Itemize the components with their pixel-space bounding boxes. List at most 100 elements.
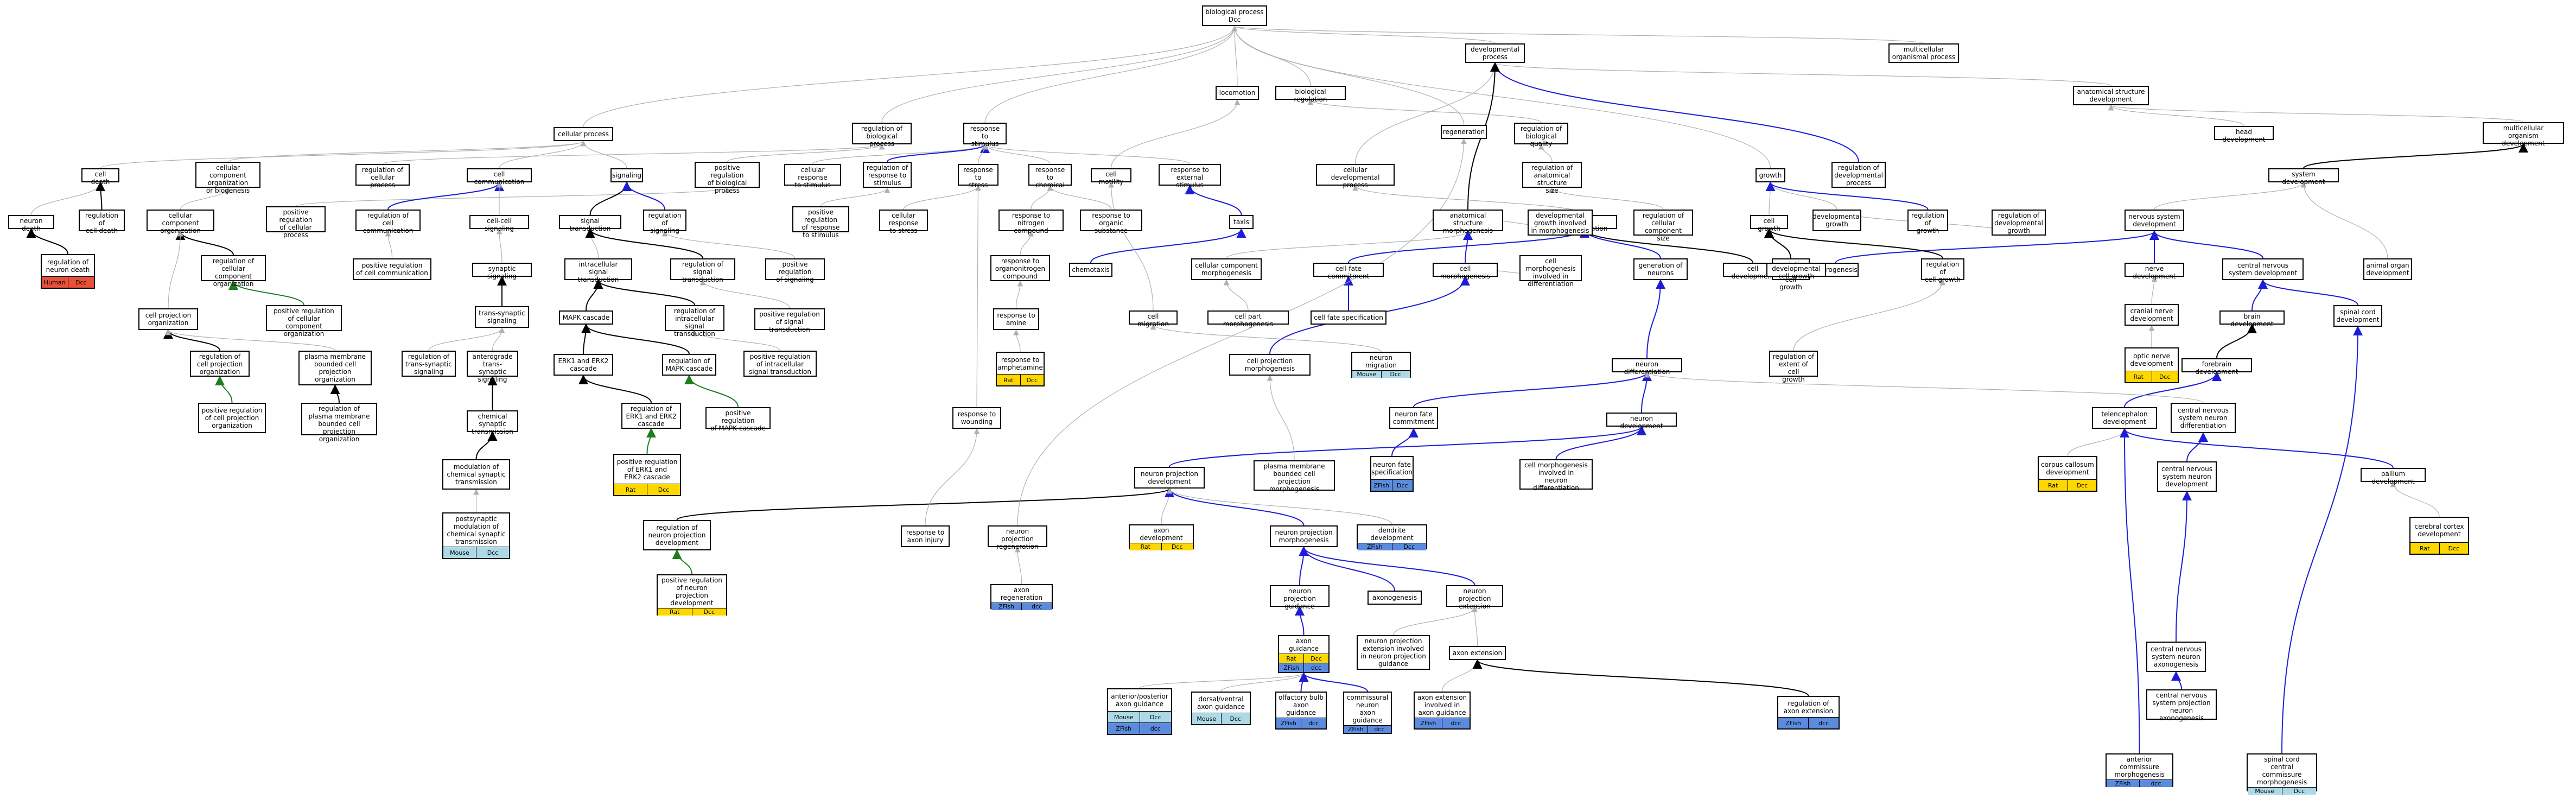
go-term-dev-cell-growth[interactable]: developmental cell growth bbox=[1766, 263, 1826, 280]
go-term-axonogenesis[interactable]: axonogenesis bbox=[1367, 591, 1422, 605]
go-term-resp-organo-n[interactable]: response to organonitrogen compound bbox=[990, 255, 1050, 281]
go-term-resp-stress[interactable]: response to stress bbox=[958, 164, 998, 189]
go-term-cell-resp-stim[interactable]: cellular response to stimulus bbox=[784, 164, 841, 189]
go-term-cell-resp-stress[interactable]: cellular response to stress bbox=[879, 210, 928, 234]
go-term-axon-extension[interactable]: axon extension bbox=[1449, 646, 1506, 660]
go-term-pos-reg-bp[interactable]: positive regulation of biological proces… bbox=[695, 162, 760, 194]
go-term-reg-cell-death[interactable]: regulation of cell death bbox=[79, 210, 125, 234]
go-term-reg-mapk[interactable]: regulation of MAPK cascade bbox=[662, 354, 716, 376]
go-term-cc-signaling[interactable]: cell-cell signaling bbox=[469, 215, 529, 232]
go-term-pos-reg-cc-org[interactable]: positive regulation of cellular componen… bbox=[266, 305, 342, 338]
go-term-reg-trans-syn[interactable]: regulation of trans-synaptic signaling bbox=[402, 351, 456, 377]
go-term-resp-org-sub[interactable]: response to organic substance bbox=[1080, 210, 1142, 234]
go-term-cell-migration[interactable]: cell migration bbox=[1129, 310, 1178, 328]
go-term-cc-organization[interactable]: cellular component organization bbox=[147, 210, 214, 234]
go-term-mapk[interactable]: MAPK cascade bbox=[559, 310, 613, 325]
go-term-neuron-proj-regen[interactable]: neuron projection regeneration bbox=[988, 525, 1047, 550]
go-term-pos-reg-erk[interactable]: positive regulation of ERK1 and ERK2 cas… bbox=[613, 454, 681, 496]
go-term-head-dev[interactable]: head development bbox=[2214, 126, 2274, 143]
go-term-resp-n-comp[interactable]: response to nitrogen compound bbox=[998, 210, 1064, 234]
go-term-cell-part-morph[interactable]: cell part morphogenesis bbox=[1207, 310, 1289, 328]
go-term-signaling[interactable]: signaling bbox=[610, 168, 643, 182]
go-term-signal-trans[interactable]: signal transduction bbox=[559, 215, 621, 232]
go-term-pos-reg-signaling[interactable]: positive regulation of signaling bbox=[765, 258, 825, 283]
go-term-cell-morph[interactable]: cell morphogenesis bbox=[1433, 263, 1498, 280]
go-term-mo-proc[interactable]: multicellular organismal process bbox=[1888, 43, 1959, 63]
go-term-reg-extent-cg[interactable]: regulation of extent of cell growth bbox=[1769, 351, 1818, 383]
go-term-dev-growth-morph[interactable]: developmental growth involved in morphog… bbox=[1528, 210, 1593, 236]
go-term-growth[interactable]: growth bbox=[1756, 168, 1785, 182]
go-term-reg-erk[interactable]: regulation of ERK1 and ERK2 cascade bbox=[621, 403, 681, 429]
go-term-pm-cell-proj-morph[interactable]: plasma membrane bounded cell projection … bbox=[1254, 460, 1335, 493]
go-term-neuron-proj-guid[interactable]: neuron projection guidance bbox=[1270, 585, 1330, 610]
go-term-reg-intra-sig[interactable]: regulation of intracellular signal trans… bbox=[665, 305, 724, 338]
go-term-reg-dev-growth[interactable]: regulation of developmental growth bbox=[1992, 210, 2046, 236]
go-term-neuron-diff[interactable]: neuron differentiation bbox=[1612, 358, 1682, 376]
go-term-resp-chem[interactable]: response to chemical bbox=[1028, 164, 1072, 189]
go-term-reg-growth[interactable]: regulation of growth bbox=[1907, 210, 1948, 234]
go-term-pos-reg-mapk[interactable]: positive regulation of MAPK cascade bbox=[705, 407, 771, 432]
go-term-cc-org[interactable]: cellular component organization or bioge… bbox=[195, 162, 260, 194]
go-term-cell-proj-morph[interactable]: cell projection morphogenesis bbox=[1229, 354, 1311, 376]
go-term-reg-bp[interactable]: regulation of biological process bbox=[852, 123, 912, 148]
go-term-dev-proc[interactable]: developmental process bbox=[1465, 43, 1525, 63]
go-term-cns-proj-neuron-axon[interactable]: central nervous system projection neuron… bbox=[2146, 689, 2217, 722]
go-term-resp-axon-injury[interactable]: response to axon injury bbox=[901, 525, 950, 547]
go-term-gen-neurons[interactable]: generation of neurons bbox=[1633, 258, 1688, 280]
go-term-chem-syn[interactable]: chemical synaptic transmission bbox=[467, 410, 518, 435]
go-term-neuron-proj-ext[interactable]: neuron projection extension bbox=[1446, 585, 1503, 610]
go-term-neuron-death[interactable]: neuron death bbox=[8, 215, 54, 232]
go-term-cell-morph-neuron-diff[interactable]: cell morphogenesis involved in neuron di… bbox=[1519, 459, 1593, 492]
go-term-cell-morph-diff[interactable]: cell morphogenesis involved in different… bbox=[1519, 255, 1582, 288]
go-term-ns-dev[interactable]: nervous system development bbox=[2125, 210, 2184, 231]
go-term-postsyn-mod[interactable]: postsynaptic modulation of chemical syna… bbox=[442, 512, 510, 559]
go-term-cell-fate-spec[interactable]: cell fate specification bbox=[1311, 310, 1386, 325]
go-term-pos-reg-sig-trans[interactable]: positive regulation of signal transducti… bbox=[754, 308, 825, 333]
go-term-neuron-fate-commit[interactable]: neuron fate commitment bbox=[1389, 407, 1438, 429]
go-term-cc-morph[interactable]: cellular component morphogenesis bbox=[1191, 258, 1262, 280]
go-term-reg-bq[interactable]: regulation of biological quality bbox=[1514, 123, 1568, 148]
go-term-resp-stim[interactable]: response to stimulus bbox=[963, 123, 1007, 148]
go-term-reg-neuron-proj-dev[interactable]: regulation of neuron projection developm… bbox=[643, 520, 711, 550]
go-term-pm-cell-proj-org[interactable]: plasma membrane bounded cell projection … bbox=[298, 351, 372, 385]
go-term-bio-reg[interactable]: biological regulation bbox=[1275, 86, 1346, 103]
go-term-pos-reg-cell-proc[interactable]: positive regulation of cellular process bbox=[266, 206, 326, 239]
go-term-antero-trans-syn[interactable]: anterograde trans-synaptic signaling bbox=[467, 351, 518, 383]
go-term-cell-comm[interactable]: cell communication bbox=[467, 168, 532, 186]
go-term-cell-motility[interactable]: cell motility bbox=[1091, 168, 1131, 186]
go-term-cell-proc[interactable]: cellular process bbox=[554, 127, 613, 141]
go-term-cns-dev[interactable]: central nervous system development bbox=[2222, 258, 2304, 280]
go-term-reg-cc-size[interactable]: regulation of cellular component size bbox=[1633, 210, 1693, 242]
go-term-pos-reg-resp-stim[interactable]: positive regulation of response to stimu… bbox=[792, 206, 849, 239]
go-term-reg-cell-proc[interactable]: regulation of cellular process bbox=[355, 164, 410, 189]
go-term-cns-neuron-diff[interactable]: central nervous system neuron differenti… bbox=[2171, 403, 2236, 433]
go-term-brain-dev[interactable]: brain development bbox=[2219, 310, 2285, 328]
go-term-cell-growth[interactable]: cell growth bbox=[1750, 215, 1788, 232]
go-term-reg-cell-comm[interactable]: regulation of cell communication bbox=[355, 210, 421, 234]
go-term-pos-reg-intra-sig[interactable]: positive regulation of intracellular sig… bbox=[743, 351, 817, 377]
go-term-nerve-dev[interactable]: nerve development bbox=[2125, 263, 2184, 280]
go-term-mod-chem-syn[interactable]: modulation of chemical synaptic transmis… bbox=[442, 459, 510, 490]
go-term-reg-sig-trans[interactable]: regulation of signal transduction bbox=[670, 258, 735, 283]
go-term-cns-proj-axon[interactable]: central nervous system neuron axonogenes… bbox=[2146, 642, 2206, 672]
go-term-cell-proj-org[interactable]: cell projection organization bbox=[138, 308, 198, 330]
go-term-reg-pm-cell-proj-org[interactable]: regulation of plasma membrane bounded ce… bbox=[301, 403, 377, 443]
go-term-animal-organ-dev[interactable]: animal organ development bbox=[2363, 258, 2412, 280]
go-term-as-morph[interactable]: anatomical structure morphogenesis bbox=[1433, 210, 1503, 234]
go-term-reg-as-size[interactable]: regulation of anatomical structure size bbox=[1522, 162, 1582, 194]
go-term-chemotaxis[interactable]: chemotaxis bbox=[1069, 263, 1112, 277]
